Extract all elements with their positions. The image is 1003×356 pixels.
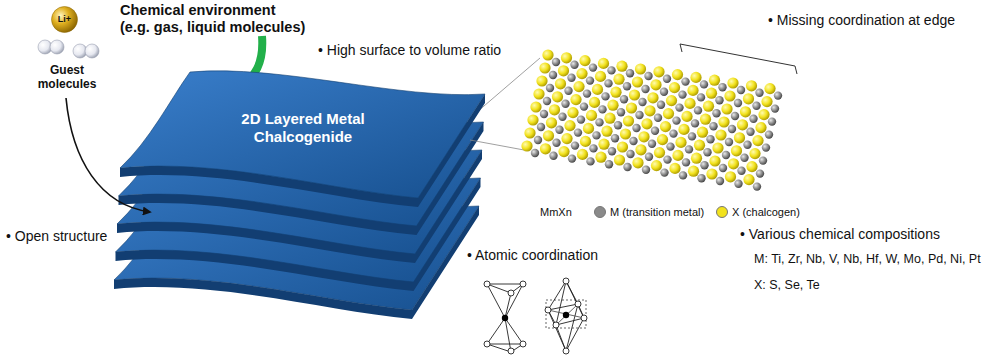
- composition-list: M: Ti, Zr, Nb, V, Nb, Hf, W, Mo, Pd, Ni,…: [754, 252, 981, 267]
- legend-swatch: [716, 206, 728, 218]
- guest-label: Guest molecules: [36, 63, 98, 92]
- guest-molecules: [38, 40, 99, 58]
- legend-entry: X (chalcogen): [716, 206, 800, 218]
- property-bullet: • Various chemical compositions: [740, 226, 940, 243]
- property-bullet: • High surface to volume ratio: [318, 42, 501, 59]
- ion-label: Li+: [58, 14, 71, 25]
- property-bullet: • Missing coordination at edge: [768, 12, 955, 29]
- property-bullet: • Atomic coordination: [467, 247, 598, 264]
- composition-list: X: S, Se, Te: [754, 278, 820, 293]
- sheet-title: 2D Layered Metal Chalcogenide: [240, 110, 367, 146]
- legend-entry: M (transition metal): [594, 206, 704, 218]
- layer-sheet: 2D Layered Metal Chalcogenide: [118, 66, 488, 208]
- property-bullet: • Open structure: [6, 228, 107, 245]
- legend-text: X (chalcogen): [732, 206, 800, 218]
- legend-text: M (transition metal): [610, 206, 704, 218]
- crystal-lattice: [521, 49, 782, 190]
- trigonal-prism: [484, 281, 526, 354]
- octahedron: [545, 278, 587, 354]
- edge-bracket: [680, 44, 797, 74]
- formula-label: MmXn: [540, 206, 572, 219]
- li-ion: Li+: [51, 6, 78, 33]
- legend-swatch: [594, 206, 606, 218]
- environment-label: Chemical environment (e.g. gas, liquid m…: [120, 2, 309, 37]
